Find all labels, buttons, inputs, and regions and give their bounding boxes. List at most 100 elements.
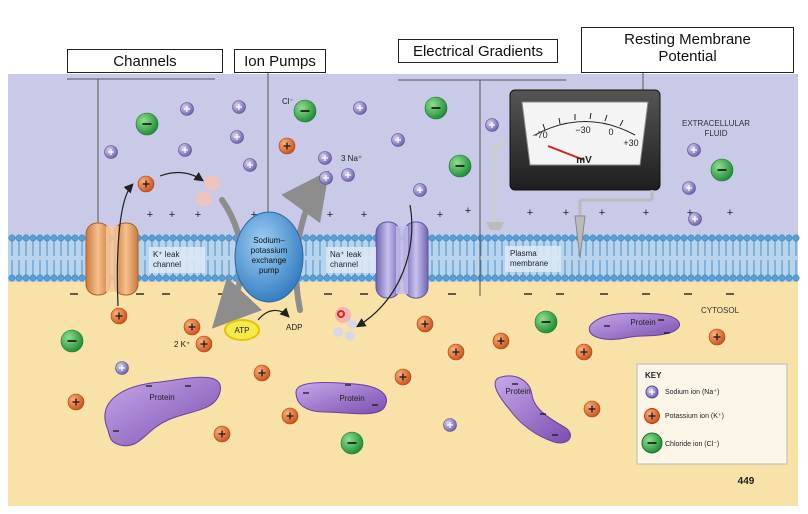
meter-tick-neg30: −30 [575, 125, 590, 135]
meter-tick-pos30: +30 [623, 138, 638, 148]
potassium-ion-icon [137, 175, 155, 193]
sodium-potassium-pump [234, 211, 304, 303]
pump-label-line4: pump [259, 266, 280, 275]
callout-leaders [67, 73, 644, 296]
extracellular-fluid-region [8, 74, 798, 234]
extracellular-label-line1: EXTRACELLULAR [682, 119, 750, 128]
atp-molecule [224, 319, 260, 341]
pump-label-line3: exchange [252, 256, 287, 265]
plasma-label-bg [505, 246, 561, 272]
chloride-ion-icon [340, 431, 364, 455]
potassium-ion-icon [416, 315, 434, 333]
svg-text:+: + [437, 209, 443, 221]
plasma-membrane-label-line2: membrane [510, 259, 549, 268]
chloride-ion-icon [60, 329, 84, 353]
chloride-ion-icon [293, 99, 317, 123]
chloride-ion-icon [135, 112, 159, 136]
cytosol-label: CYTOSOL [701, 306, 740, 315]
protein-2-label: Protein [339, 394, 364, 403]
svg-text:+: + [599, 207, 605, 219]
svg-text:+: + [643, 207, 649, 219]
potassium-ion-icon [492, 332, 510, 350]
adp-label: ADP [286, 323, 302, 332]
chloride-ion-icon [448, 154, 472, 178]
sodium-ion-icon [243, 158, 257, 172]
sodium-ion-icon [318, 151, 332, 165]
atp-to-adp-arrow [257, 307, 290, 321]
sodium-ion-icon [230, 130, 244, 144]
na-leak-label-line2: channel [330, 260, 358, 269]
sodium-ion-icon [232, 100, 246, 114]
key-potassium-icon [644, 408, 660, 424]
key-potassium-label: Potassium ion (K⁺) [665, 413, 724, 420]
key-chloride-label: Chloride ion (Cl⁻) [665, 441, 719, 448]
svg-text:+: + [169, 209, 175, 221]
potassium-ion-icon [708, 328, 726, 346]
svg-text:+: + [687, 207, 693, 219]
callout-ion-pumps: Ion Pumps [234, 49, 326, 73]
svg-text:+: + [147, 209, 153, 221]
potassium-ion-icon [67, 393, 85, 411]
protein-1: Protein [104, 376, 221, 447]
svg-text:+: + [727, 207, 733, 219]
sodium-ion-icon [391, 133, 405, 147]
protein-2: Protein [295, 382, 387, 415]
k-leak-channel [85, 222, 139, 296]
pump-label-line1: Sodium– [253, 236, 285, 245]
sodium-ion-icon [115, 361, 129, 375]
callout-channels: Channels [67, 49, 223, 73]
page-number: 449 [738, 476, 755, 487]
legend-key [636, 363, 788, 465]
callout-electrical-gradients: Electrical Gradients [398, 39, 558, 63]
key-chloride-icon [641, 432, 663, 454]
pump-label-line2: potassium [251, 246, 288, 255]
sodium-ion-icon [180, 102, 194, 116]
two-k-label: 2 K⁺ [174, 340, 190, 349]
protein-4: Protein [588, 312, 681, 340]
sodium-ion-icon [485, 118, 499, 132]
chloride-ion-icon [424, 96, 448, 120]
sodium-ion-icon [682, 181, 696, 195]
k-leak-label-line1: K⁺ leak [153, 250, 180, 259]
ions [60, 96, 734, 455]
transported-ions [196, 175, 357, 341]
protein-3-label: Protein [505, 387, 530, 396]
atp-label: ATP [235, 326, 250, 335]
potassium-ion-icon [583, 400, 601, 418]
potassium-ion-icon [447, 343, 465, 361]
k-leak-label-bg [149, 247, 205, 273]
svg-text:+: + [563, 207, 569, 219]
potassium-ion-icon [195, 335, 213, 353]
meter-needle [547, 145, 585, 161]
plasma-membrane-label-line1: Plasma [510, 249, 537, 258]
svg-text:+: + [327, 209, 333, 221]
key-sodium-icon [645, 385, 659, 399]
svg-text:+: + [465, 205, 471, 217]
ion-movement-arrows [116, 171, 413, 328]
protein-4-label: Protein [630, 318, 655, 327]
potassium-ion-icon [183, 318, 201, 336]
sodium-ion-icon [341, 168, 355, 182]
protein-1-label: Protein [149, 393, 174, 402]
key-sodium-label: Sodium ion (Na⁺) [665, 389, 719, 396]
potassium-ion-icon [253, 364, 271, 382]
sodium-ion-icon [688, 212, 702, 226]
key-title: KEY [645, 371, 662, 380]
potassium-ion-icon [110, 307, 128, 325]
svg-text:+: + [251, 209, 257, 221]
svg-text:+: + [527, 207, 533, 219]
na-leak-channel [375, 221, 429, 299]
potassium-ion-icon [278, 137, 296, 155]
meter-tick-0: 0 [608, 127, 613, 137]
na-leak-label-bg [326, 247, 376, 273]
potassium-ion-icon [575, 343, 593, 361]
sodium-ion-icon [687, 143, 701, 157]
na-leak-label-line1: Na⁺ leak [330, 250, 362, 259]
key-icons [641, 385, 663, 454]
potassium-ion-icon [281, 407, 299, 425]
extracellular-label-line2: FLUID [704, 129, 727, 138]
voltmeter [486, 89, 661, 259]
k-leak-label-line2: channel [153, 260, 181, 269]
chloride-ion-icon [710, 158, 734, 182]
